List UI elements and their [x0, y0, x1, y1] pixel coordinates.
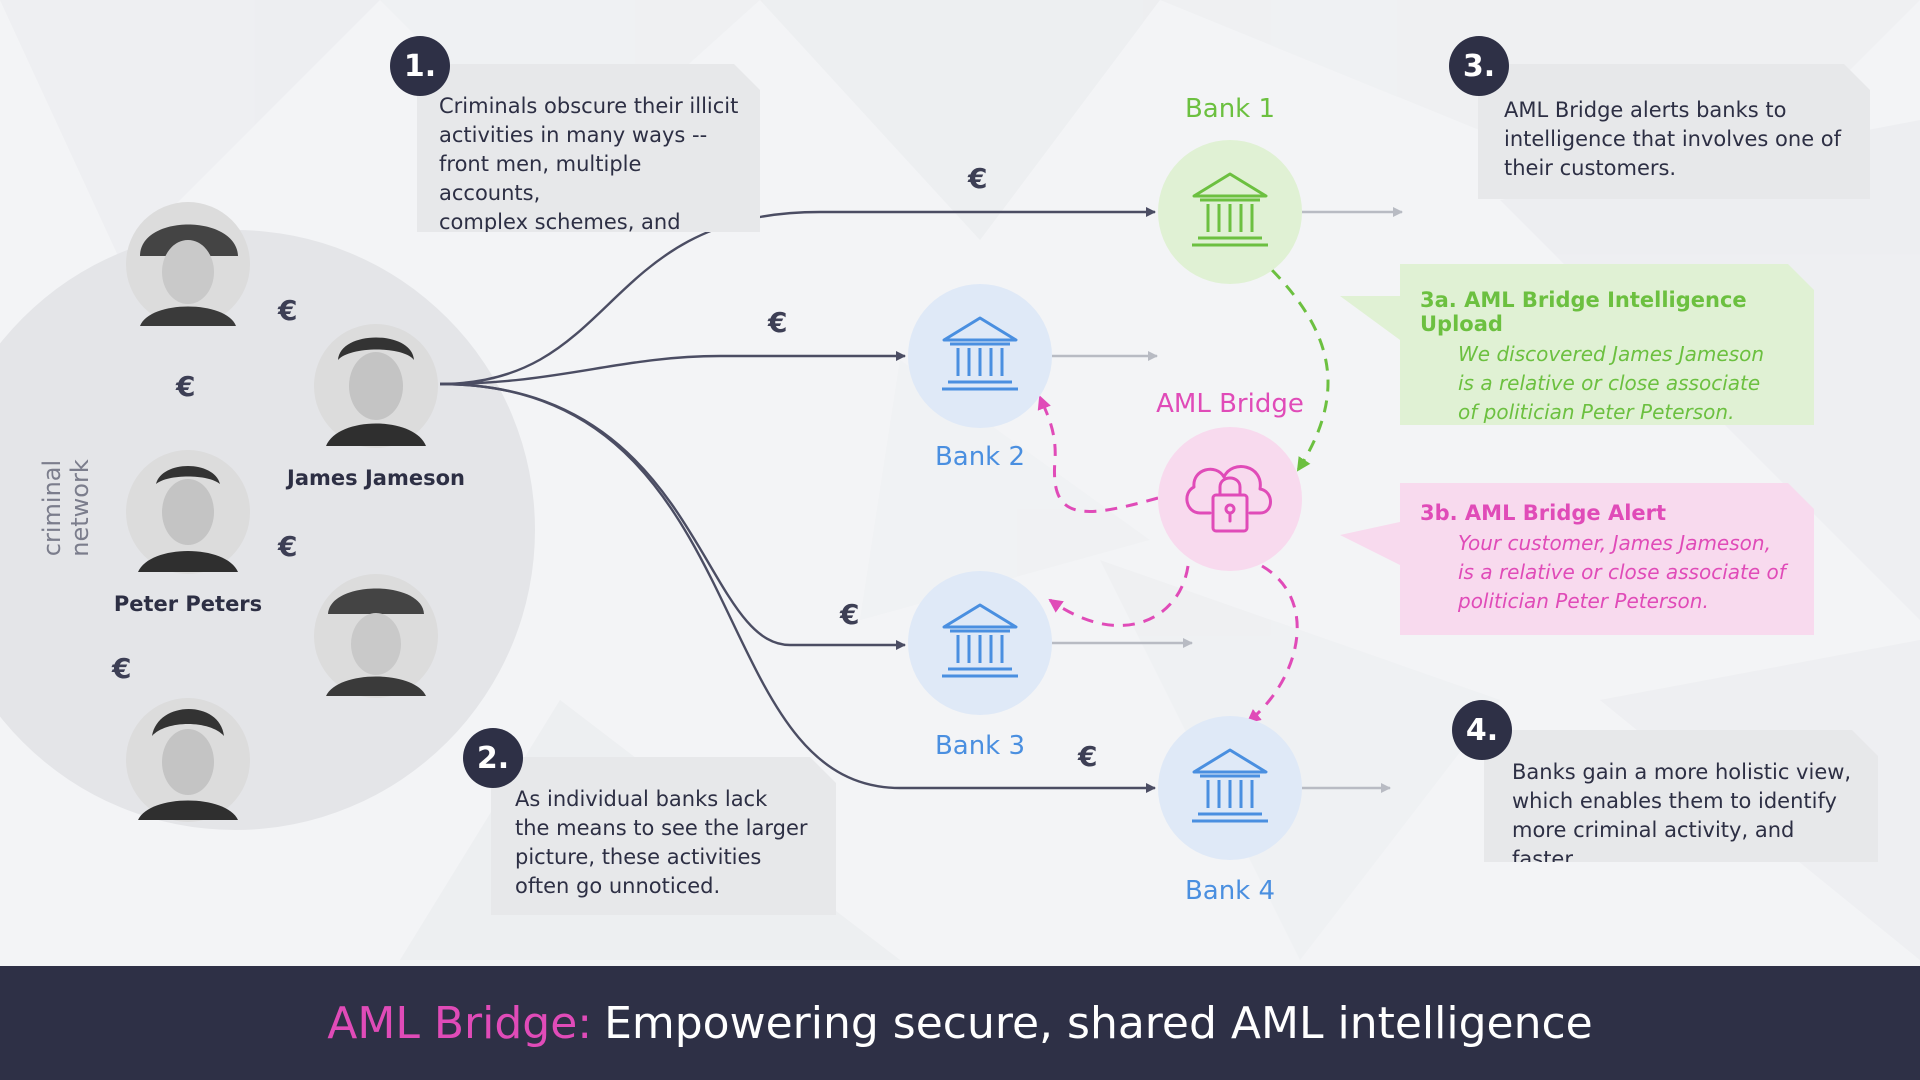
criminal-network-label: criminal network [38, 459, 94, 557]
alert-to-bank4-arrow [1246, 564, 1299, 724]
upload-callout-body: We discovered James Jameson is a relativ… [1458, 342, 1765, 424]
flow-to-bank2 [439, 351, 906, 386]
step2-card: As individual banks lack the means to se… [491, 757, 836, 915]
bank1-icon [1192, 172, 1268, 247]
euro-sign-4: € [112, 652, 132, 685]
step4-card: Banks gain a more holistic view, which e… [1484, 730, 1878, 862]
upload-callout-tail [1340, 296, 1400, 340]
bank4-label: Bank 4 [1184, 876, 1276, 906]
step3-badge: 3. [1449, 36, 1509, 96]
step4-badge: 4. [1452, 700, 1512, 760]
euro-sign-1: € [278, 294, 298, 327]
flow-to-bank4 [439, 382, 1156, 793]
alert-callout: 3b. AML Bridge Alert Your customer, Jame… [1400, 483, 1814, 635]
bank4-icon [1192, 748, 1268, 823]
euro-sign-bank2: € [768, 306, 788, 339]
bank3-icon [942, 603, 1018, 678]
alert-callout-tail [1340, 522, 1400, 565]
step4-text: Banks gain a more holistic view, which e… [1512, 760, 1852, 871]
footer-tagline: Empowering secure, shared AML intelligen… [604, 997, 1593, 1049]
step1-card: Criminals obscure their illicit activiti… [417, 64, 760, 232]
avatar-2 [314, 574, 438, 698]
bank2-icon [942, 316, 1018, 391]
euro-sign-bank1: € [968, 162, 988, 195]
upload-dashed-arrow [1270, 268, 1330, 472]
james-jameson-name: James Jameson [287, 466, 465, 490]
alert-callout-title: 3b. AML Bridge Alert [1420, 501, 1667, 525]
avatar-peter-peters [126, 450, 250, 574]
step2-badge: 2. [463, 728, 523, 788]
peter-peters-name: Peter Peters [113, 592, 263, 616]
step2-text: As individual banks lack the means to se… [515, 787, 808, 898]
step3-text: AML Bridge alerts banks to intelligence … [1504, 98, 1842, 180]
euro-sign-2: € [176, 370, 196, 403]
footer-banner: AML Bridge: Empowering secure, shared AM… [0, 966, 1920, 1080]
avatar-james-jameson [314, 324, 438, 448]
step3-card: AML Bridge alerts banks to intelligence … [1478, 64, 1870, 199]
step1-badge: 1. [390, 36, 450, 96]
upload-callout-title: 3a. AML Bridge Intelligence Upload [1420, 288, 1747, 336]
bank3-label: Bank 3 [934, 731, 1026, 761]
avatar-3 [126, 698, 250, 822]
aml-bridge-node [1158, 427, 1302, 571]
cloud-lock-icon [1185, 465, 1272, 533]
avatar-1 [126, 202, 250, 326]
alert-to-bank2-arrow [1037, 395, 1159, 513]
euro-sign-bank4: € [1078, 740, 1098, 773]
aml-bridge-label: AML Bridge [1156, 389, 1304, 419]
upload-callout: 3a. AML Bridge Intelligence Upload We di… [1400, 264, 1814, 425]
euro-sign-bank3: € [840, 598, 860, 631]
bank1-label: Bank 1 [1184, 94, 1276, 124]
euro-sign-3: € [278, 530, 298, 563]
bank2-label: Bank 2 [934, 442, 1026, 472]
alert-callout-body: Your customer, James Jameson, is a relat… [1458, 531, 1786, 613]
footer-accent: AML Bridge: [327, 997, 593, 1049]
